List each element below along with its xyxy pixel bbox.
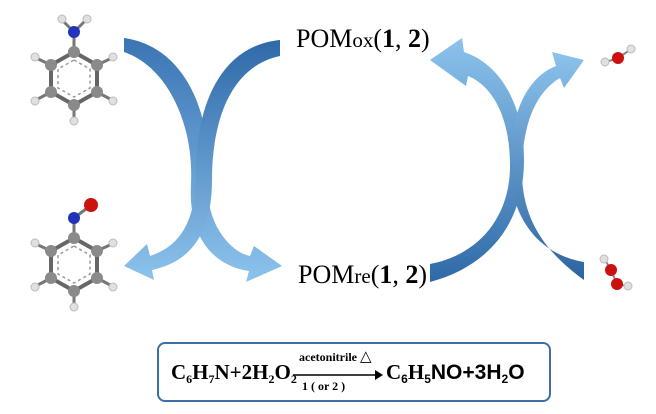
nitrogen-atom [68, 26, 80, 38]
reactants: C6H7N+2H2O2 [171, 360, 297, 386]
pom-oxidized-label: POMox(1, 2) [296, 26, 430, 52]
oxygen-atom [612, 52, 624, 64]
hydrogen-peroxide-molecule [599, 254, 633, 291]
catalyst-1: 1 [382, 24, 396, 53]
reaction-equation-box: C6H7N+2H2O2 acetonitrile △ 1 ( or 2 ) C6… [157, 342, 551, 402]
catalyst-1: 1 [379, 260, 393, 289]
water-molecule [600, 44, 636, 67]
pom-ox-subscript: ox [352, 28, 374, 52]
oxygen-atom [605, 264, 617, 276]
catalyst-separator: , [395, 24, 409, 53]
oxygen-atom [611, 278, 623, 290]
catalyst-open-paren: ( [370, 260, 380, 289]
pom-reduced-label: POMre(1, 2) [298, 262, 427, 288]
reaction-arrow-icon [293, 370, 383, 380]
reaction-condition-solvent: acetonitrile △ [299, 349, 372, 365]
catalyst-2: 2 [408, 24, 422, 53]
catalyst-close-paren: ) [418, 260, 428, 289]
catalyst-separator: , [392, 260, 406, 289]
pom-re-base: POM [298, 260, 355, 289]
aniline-molecule [30, 14, 118, 126]
pom-ox-base: POM [296, 24, 353, 53]
arrow-peroxide-to-water [510, 52, 584, 280]
arrow-pomox-to-nitroso [124, 40, 280, 280]
catalyst-open-paren: ( [373, 24, 383, 53]
catalyst-2: 2 [405, 260, 419, 289]
catalyst-close-paren: ) [421, 24, 430, 53]
products: C6H5NO+3H2O [386, 360, 525, 386]
oxygen-atom [84, 198, 98, 212]
heat-symbol: △ [359, 349, 372, 365]
reaction-condition-catalyst: 1 ( or 2 ) [302, 379, 346, 393]
nitrosobenzene-molecule [30, 198, 118, 312]
pom-re-subscript: re [354, 264, 371, 288]
arrow-pomre-to-pomox [430, 38, 524, 282]
nitrogen-atom [68, 212, 80, 224]
